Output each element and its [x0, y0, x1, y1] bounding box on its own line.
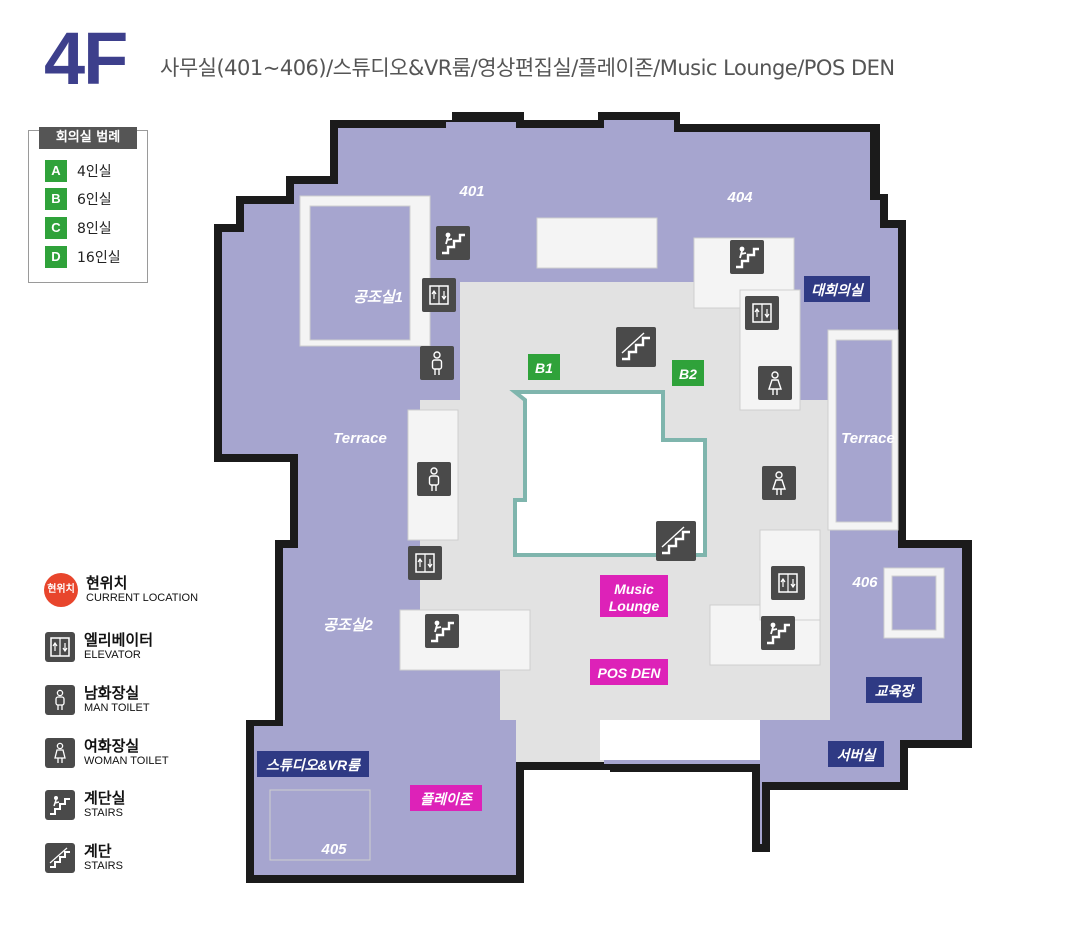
stairwell-icon	[423, 612, 461, 650]
elevator-icon	[421, 277, 457, 313]
key-stairs: 계단 STAIRS	[45, 843, 123, 873]
tag-studio-vr: 스튜디오&VR룸	[257, 751, 369, 777]
hvac-room-1-label: 공조실1	[353, 289, 403, 306]
tag-b2-label: B2	[679, 366, 697, 382]
tag-education-label: 교육장	[875, 683, 916, 699]
legend-title: 회의실 범례	[39, 127, 137, 149]
partitions	[269, 195, 945, 861]
stairwell-icon	[759, 614, 797, 652]
key-woman-toilet: 여화장실 WOMAN TOILET	[45, 738, 169, 768]
man-toilet-icon	[45, 685, 75, 715]
woman-toilet-icon	[45, 738, 75, 768]
room-406-label: 406	[851, 574, 878, 591]
terrace-left-label: Terrace	[333, 430, 387, 447]
key-label-ko: 엘리베이터	[84, 631, 154, 649]
stairs-icon	[45, 843, 75, 873]
man-toilet-icon	[419, 345, 455, 381]
tag-b1: B1	[528, 354, 560, 380]
tag-big-meeting: 대회의실	[804, 276, 870, 302]
legend-item: A 4인실	[45, 160, 112, 182]
man-toilet-icon	[416, 461, 452, 497]
tag-music-lounge-label-2: Lounge	[609, 598, 660, 614]
tag-b2: B2	[672, 360, 704, 386]
tag-studio-vr-label: 스튜디오&VR룸	[266, 757, 361, 773]
key-label-en: CURRENT LOCATION	[86, 592, 199, 604]
tag-server: 서버실	[828, 741, 884, 767]
key-label-ko: 계단실	[84, 789, 126, 807]
legend-item: C 8인실	[45, 217, 112, 239]
elevator-icon	[770, 565, 806, 601]
meeting-room-legend: 회의실 범례 A 4인실 B 6인실 C 8인실 D 16인실	[28, 127, 148, 283]
tag-education: 교육장	[866, 677, 922, 703]
key-label-en: WOMAN TOILET	[84, 755, 169, 767]
key-label-en: STAIRS	[84, 807, 123, 819]
legend-badge: B	[45, 188, 67, 210]
room-401-label: 401	[458, 183, 484, 200]
room-404-label: 404	[726, 189, 753, 206]
key-label-en: ELEVATOR	[84, 649, 141, 661]
woman-toilet-icon	[761, 465, 797, 501]
tag-pos-den-label: POS DEN	[597, 665, 661, 681]
legend-badge: D	[45, 246, 67, 268]
stairwell-icon	[434, 224, 472, 262]
tag-playzone-label: 플레이존	[420, 791, 474, 807]
terrace-right-label: Terrace	[841, 430, 895, 447]
legend-label: 8인실	[77, 221, 112, 237]
key-current-location: 현위치 현위치 CURRENT LOCATION	[44, 573, 198, 607]
key-label-en: STAIRS	[84, 860, 123, 872]
woman-toilet-icon	[757, 365, 793, 401]
legend-item: D 16인실	[45, 246, 121, 268]
legend-label: 4인실	[77, 164, 112, 180]
tag-playzone: 플레이존	[410, 785, 482, 811]
legend-badge: A	[45, 160, 67, 182]
legend-label: 16인실	[77, 250, 121, 266]
key-stairwell: 계단실 STAIRS	[45, 790, 125, 820]
stairwell-icon	[728, 238, 766, 276]
key-label-ko: 계단	[84, 842, 112, 860]
key-elevator: 엘리베이터 ELEVATOR	[45, 632, 153, 662]
stairs-icon	[654, 519, 698, 563]
tag-b1-label: B1	[535, 360, 553, 376]
legend-item: B 6인실	[45, 188, 112, 210]
legend-label: 6인실	[77, 192, 112, 208]
key-label-ko: 여화장실	[84, 737, 140, 755]
stairwell-icon	[45, 790, 75, 820]
room-405-label: 405	[320, 841, 347, 858]
key-label-ko: 남화장실	[84, 684, 140, 702]
key-man-toilet: 남화장실 MAN TOILET	[45, 685, 150, 715]
legend-badge: C	[45, 217, 67, 239]
elevator-icon	[744, 295, 780, 331]
atrium	[509, 390, 707, 557]
tag-big-meeting-label: 대회의실	[811, 282, 865, 298]
floor-description: 사무실(401~406)/스튜디오&VR룸/영상편집실/플레이존/Music L…	[160, 56, 895, 80]
tag-pos-den: POS DEN	[590, 659, 668, 685]
stairs-icon	[614, 325, 658, 369]
floor-number: 4F	[44, 17, 128, 100]
current-location-pin-icon: 현위치	[44, 573, 78, 607]
elevator-icon	[45, 632, 75, 662]
tag-music-lounge: Music Lounge	[600, 575, 668, 617]
tag-music-lounge-label-1: Music	[614, 581, 654, 597]
tag-server-label: 서버실	[837, 747, 878, 763]
elevator-icon	[407, 545, 443, 581]
key-label-en: MAN TOILET	[84, 702, 150, 714]
key-label-ko: 현위치	[86, 574, 128, 592]
hvac-room-2-label: 공조실2	[323, 617, 373, 634]
